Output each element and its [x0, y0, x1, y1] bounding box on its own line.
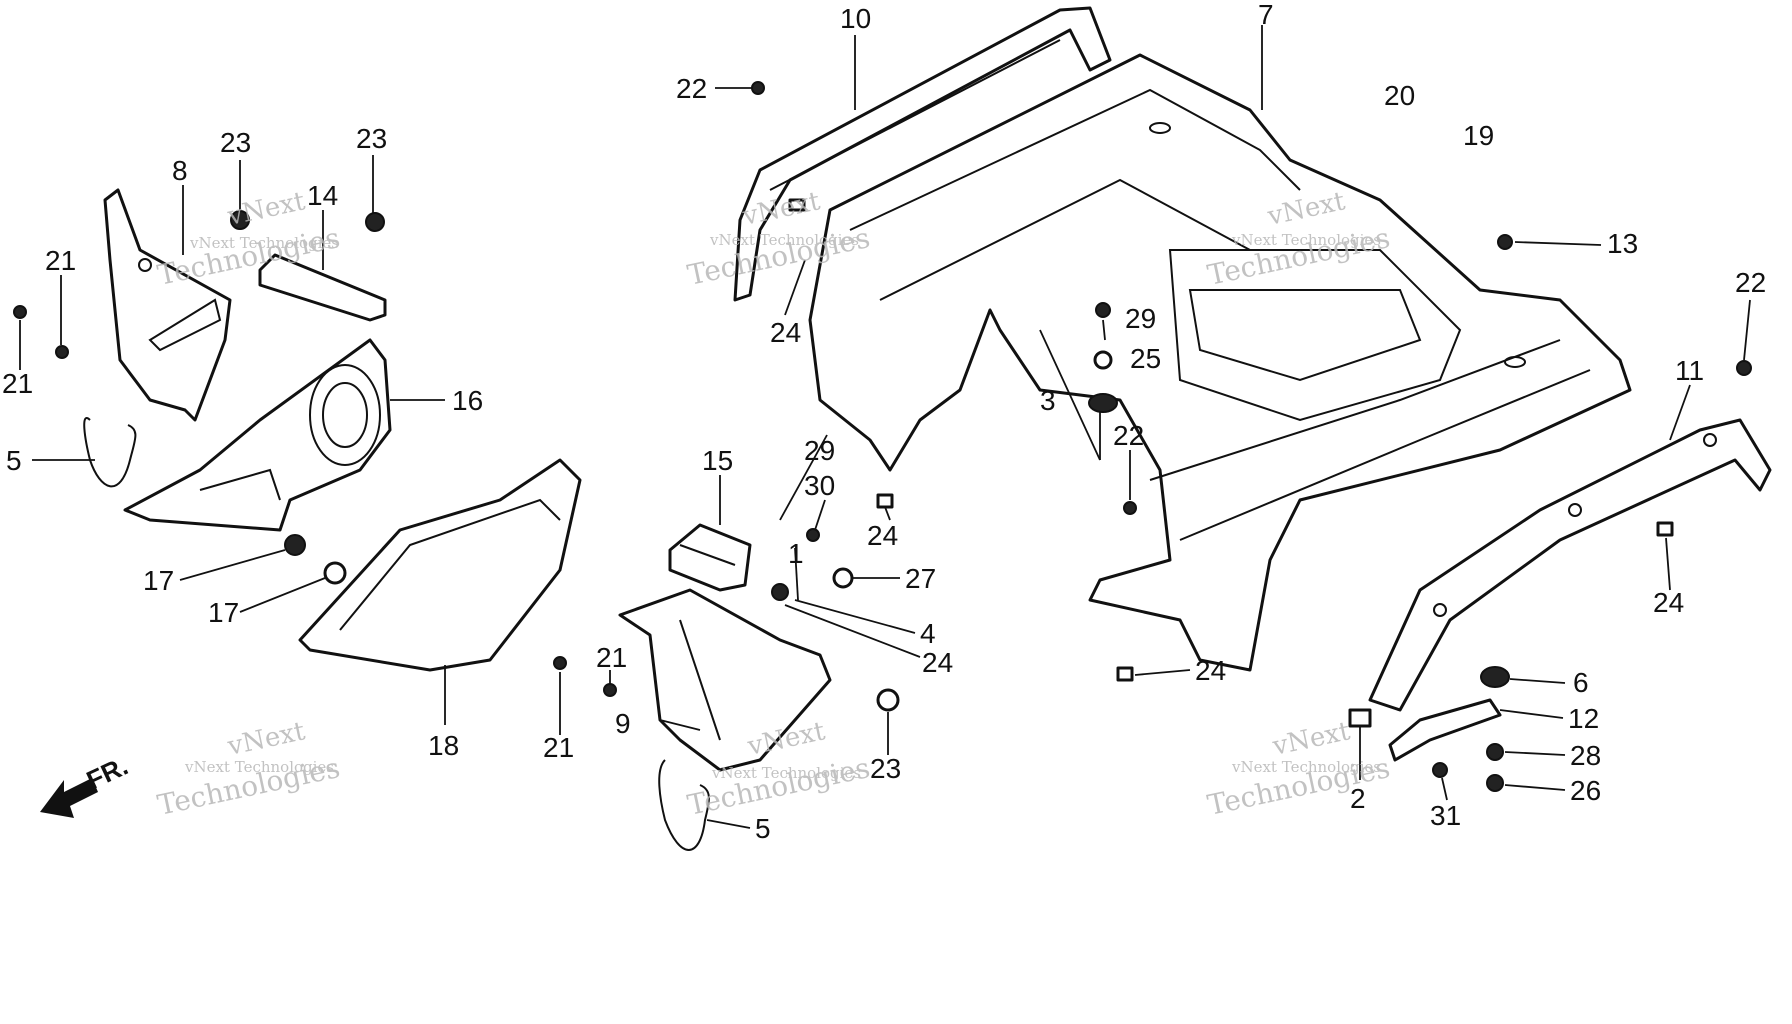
part-15-block: [668, 523, 752, 592]
callout-8: 8: [172, 155, 188, 186]
watermark-1b: vNext Technologies: [189, 234, 339, 252]
callout-14: 14: [307, 180, 338, 211]
callout-24-e: 24: [1653, 587, 1684, 618]
callout-25: 25: [1130, 343, 1161, 374]
callout-22-c: 22: [1113, 420, 1144, 451]
watermark-3b: vNext Technologies: [1231, 231, 1381, 249]
callout-19: 19: [1463, 120, 1494, 151]
callout-21-d: 21: [543, 732, 574, 763]
watermark-6b: vNext Technologies: [1231, 758, 1381, 776]
callout-24-c: 24: [922, 647, 953, 678]
callout-29-a: 29: [1125, 303, 1156, 334]
callout-17-a: 17: [143, 565, 174, 596]
leader-lines: [19, 25, 1751, 829]
callout-24-a: 24: [770, 317, 801, 348]
callout-5-left: 5: [6, 445, 22, 476]
callout-1: 1: [788, 538, 804, 569]
part-12-bracket: [1388, 698, 1502, 762]
part-9-lower-cover: [618, 588, 832, 772]
callout-16: 16: [452, 385, 483, 416]
callout-5-low: 5: [755, 813, 771, 844]
part-7-rear-fender: [808, 53, 1632, 672]
callout-20: 20: [1384, 80, 1415, 111]
callout-21-c: 21: [596, 642, 627, 673]
watermark-1a: vNext: [224, 186, 308, 232]
part-5-clip-left: [83, 417, 137, 488]
watermark-4a: vNext: [224, 716, 308, 762]
callout-10: 10: [840, 3, 871, 34]
watermark-4b: vNext Technologies: [184, 758, 334, 776]
watermark-2b: vNext Technologies: [709, 231, 859, 249]
callout-23-mid: 23: [356, 123, 387, 154]
callout-12: 12: [1568, 703, 1599, 734]
part-5-clip-lower: [658, 759, 710, 851]
callout-23-left: 23: [220, 127, 251, 158]
front-direction-arrow: FR.: [40, 751, 133, 818]
watermark-5b: vNext Technologies: [711, 764, 861, 782]
callout-21-a: 21: [45, 245, 76, 276]
callout-28: 28: [1570, 740, 1601, 771]
callout-24-b: 24: [867, 520, 898, 551]
callout-22-top: 22: [676, 73, 707, 104]
watermark-6a: vNext: [1269, 716, 1353, 762]
callout-7: 7: [1258, 0, 1274, 30]
callout-26: 26: [1570, 775, 1601, 806]
callout-24-d: 24: [1195, 655, 1226, 686]
callout-3: 3: [1040, 385, 1056, 416]
part-16-cover: [123, 338, 392, 532]
part-14-strip: [258, 253, 387, 322]
callout-27: 27: [905, 563, 936, 594]
callout-29-b: 29: [804, 435, 835, 466]
callout-9: 9: [615, 708, 631, 739]
callout-22-right: 22: [1735, 267, 1766, 298]
part-8-side-cover: [103, 188, 232, 422]
callout-11: 11: [1675, 355, 1704, 386]
callout-31: 31: [1430, 800, 1461, 831]
part-11-rail: [1368, 418, 1772, 712]
callout-numbers: 10 7 22 20 19 13 22 11 8 23 23 14 21 21 …: [2, 0, 1766, 844]
part-10-rail: [733, 6, 1112, 302]
callout-21-b: 21: [2, 368, 33, 399]
callout-30: 30: [804, 470, 835, 501]
callout-6: 6: [1573, 667, 1589, 698]
callout-17-b: 17: [208, 597, 239, 628]
callout-2: 2: [1350, 783, 1366, 814]
callout-15: 15: [702, 445, 733, 476]
callout-23-low: 23: [870, 753, 901, 784]
callout-18: 18: [428, 730, 459, 761]
callout-4: 4: [920, 618, 936, 649]
callout-13: 13: [1607, 228, 1638, 259]
part-18-side-panel: [298, 458, 582, 672]
